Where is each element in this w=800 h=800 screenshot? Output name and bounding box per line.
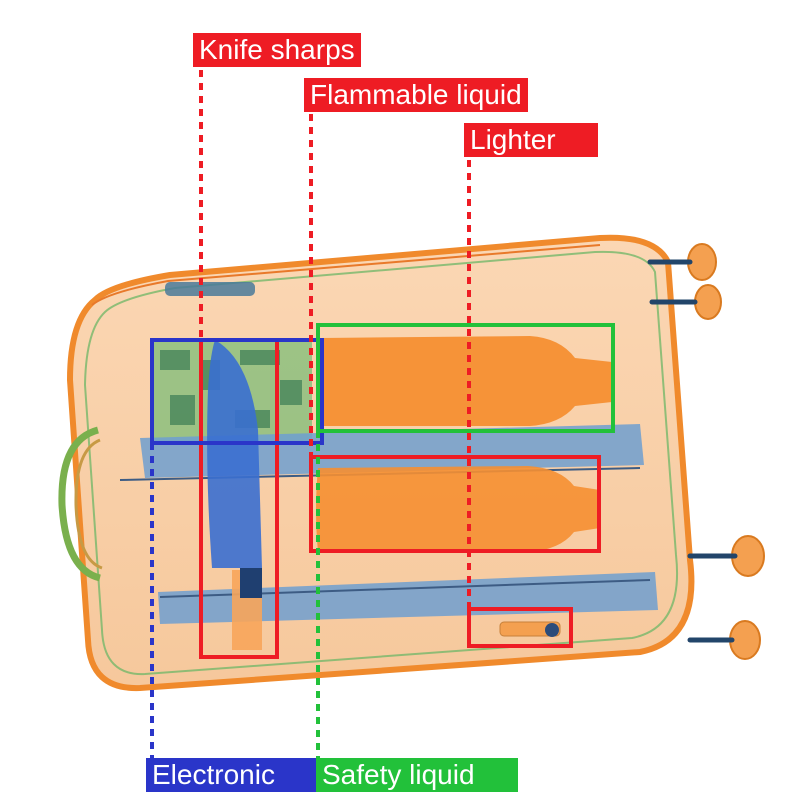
safety-liquid-label: Safety liquid [316,758,518,792]
detection-overlays [150,70,615,760]
flammable-liquid-bbox[interactable] [309,455,601,553]
electronic-label: Electronic [146,758,316,792]
lighter-object [499,621,561,637]
safety-liquid-bbox[interactable] [316,323,615,433]
side-handle [58,426,102,582]
flammable-liquid-label: Flammable liquid [304,78,528,112]
lighter-label: Lighter [464,123,598,157]
top-handle [165,282,255,296]
suitcase [58,234,765,692]
electronic-bbox[interactable] [150,338,324,445]
bottle-bottom [316,466,600,552]
lighter-bbox[interactable] [467,607,573,648]
side-handle-inner [74,438,103,570]
knife-bolster [240,568,262,598]
knife-blade [207,340,262,568]
suitcase-shell-edge [91,244,601,306]
wheels [687,243,765,660]
knife-sharps-label: Knife sharps [193,33,361,67]
wheel-axles [647,259,738,643]
bottle-top [320,336,612,426]
